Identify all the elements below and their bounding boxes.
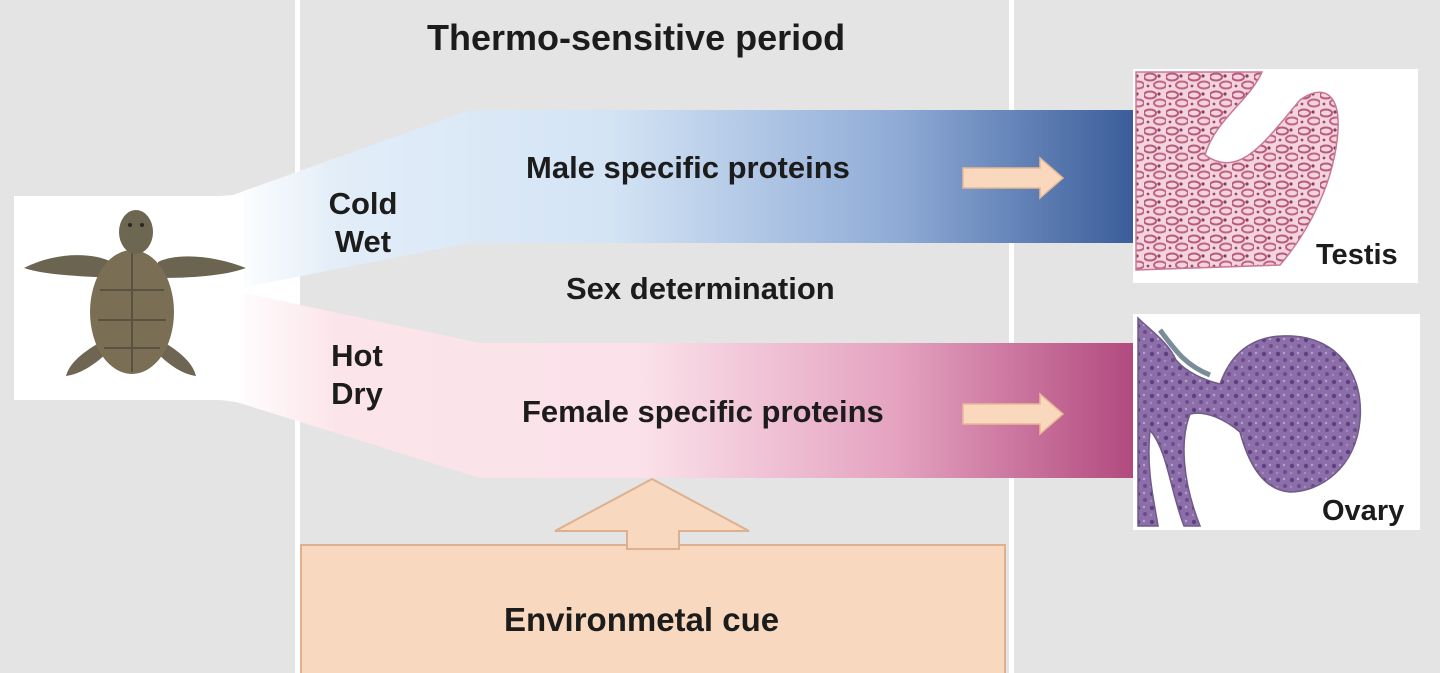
sea-turtle-hatchling-icon [14, 196, 246, 400]
right-divider [1009, 0, 1014, 673]
condition-cold: Cold [328, 186, 398, 221]
testis-label: Testis [1316, 239, 1398, 271]
male-condition-label: Cold Wet [318, 185, 408, 261]
testis-histology-icon [1133, 69, 1418, 283]
female-arrow-icon [962, 392, 1065, 436]
sex-determination-label: Sex determination [566, 271, 835, 306]
environmental-cue-label: Environmetal cue [504, 601, 780, 638]
male-proteins-label: Male specific proteins [526, 150, 850, 185]
ovary-label: Ovary [1322, 495, 1405, 527]
diagram-title: Thermo-sensitive period [427, 17, 846, 58]
environmental-cue-box [300, 544, 1006, 673]
female-branch-band [230, 290, 1133, 478]
male-arrow-icon [962, 156, 1065, 200]
cue-up-arrow [554, 477, 750, 550]
condition-hot: Hot [331, 338, 383, 373]
condition-dry: Dry [331, 375, 383, 411]
female-condition-label: Hot Dry [312, 337, 402, 413]
ovary-histology-icon [1133, 314, 1420, 530]
condition-wet: Wet [334, 223, 392, 259]
female-proteins-label: Female specific proteins [522, 394, 884, 429]
male-branch-band [230, 110, 1133, 290]
